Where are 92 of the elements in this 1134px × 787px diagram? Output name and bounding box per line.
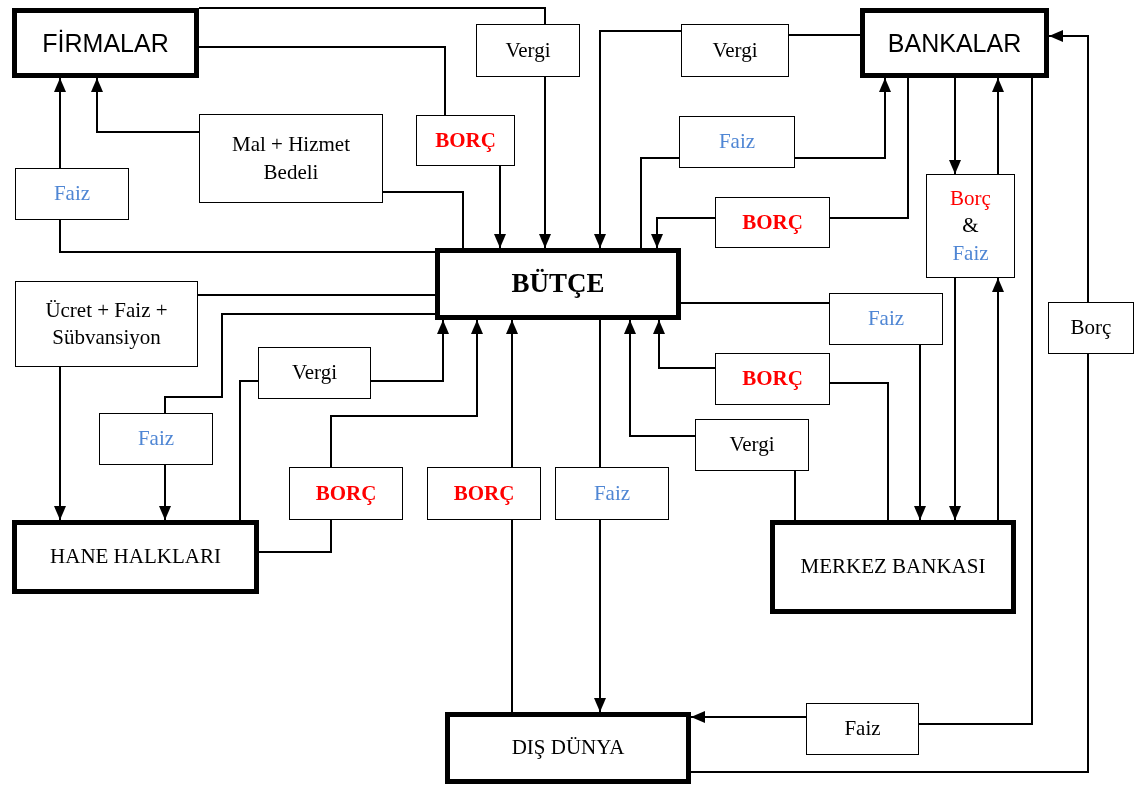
flow-box <box>715 353 830 405</box>
flow-box <box>1048 302 1134 354</box>
flow-box <box>715 197 830 248</box>
flow-label: Vergi <box>291 359 338 387</box>
flow-box <box>427 467 541 520</box>
flow-box <box>289 467 403 520</box>
arrow <box>992 277 1004 521</box>
sector-box <box>12 8 199 78</box>
sector-box <box>445 712 691 784</box>
connector-line <box>164 313 436 414</box>
arrow <box>1048 30 1089 303</box>
arrow <box>539 76 551 249</box>
sector-label: MERKEZ BANKASI <box>800 553 986 581</box>
flow-label: BORÇ <box>453 479 515 507</box>
arrow <box>494 165 506 249</box>
connector-line <box>690 353 1089 773</box>
flow-label: Faiz <box>137 425 175 453</box>
sector-label: BANKALAR <box>887 27 1022 59</box>
flow-box <box>829 293 943 345</box>
flow-label: BORÇ <box>315 479 377 507</box>
flow-label: Faiz <box>53 180 91 208</box>
connector-line <box>829 77 909 219</box>
flow-label: Faiz <box>718 128 756 156</box>
arrow <box>330 319 483 468</box>
flow-label: BORÇ <box>742 208 803 236</box>
flow-box <box>679 116 795 168</box>
sector-box <box>860 8 1049 78</box>
sector-label: DIŞ DÜNYA <box>511 734 625 762</box>
flow-label: Borç <box>950 185 991 213</box>
connector-line <box>198 7 546 25</box>
connector-line <box>599 319 601 468</box>
arrow <box>506 319 518 468</box>
flow-box <box>99 413 213 465</box>
arrow <box>594 519 606 713</box>
arrow <box>624 319 696 437</box>
connector-line <box>382 191 464 249</box>
connector-line <box>788 34 861 36</box>
arrow <box>653 319 716 369</box>
arrow <box>54 77 66 169</box>
arrow <box>794 77 891 159</box>
arrow <box>370 319 449 382</box>
flow-box <box>199 114 383 203</box>
connector-line <box>794 470 796 521</box>
sector-box <box>770 520 1016 614</box>
connector-line <box>198 46 446 116</box>
flow-box <box>258 347 371 399</box>
arrow <box>159 464 171 521</box>
connector-line <box>918 77 1033 725</box>
arrow <box>949 77 961 175</box>
sector-label: FİRMALAR <box>42 27 169 59</box>
connector-line <box>829 382 889 521</box>
sector-box <box>12 520 259 594</box>
flow-box <box>416 115 515 166</box>
arrow <box>949 277 961 521</box>
arrow <box>992 77 1004 175</box>
sector-box <box>435 248 681 320</box>
flow-label: Faiz <box>593 479 631 507</box>
flow-label: Vergi <box>505 36 551 64</box>
arrow <box>54 366 66 521</box>
connector-line <box>680 302 830 304</box>
arrow <box>594 30 682 249</box>
flow-box <box>555 467 669 520</box>
flow-box <box>926 174 1015 278</box>
sector-label: BÜTÇE <box>511 267 605 301</box>
connector-line <box>59 219 436 253</box>
flow-box <box>695 419 809 471</box>
flow-label: Faiz <box>952 239 989 267</box>
flow-box <box>681 24 789 77</box>
flow-box <box>806 703 919 755</box>
flow-label: BORÇ <box>742 365 803 393</box>
flow-label: Vergi <box>729 431 775 459</box>
connector-line <box>197 294 436 296</box>
arrow <box>690 711 807 723</box>
flow-box <box>15 281 198 367</box>
sector-label: HANE HALKLARI <box>50 543 221 571</box>
arrow <box>91 77 200 133</box>
connector-line <box>258 519 332 553</box>
flow-label: BORÇ <box>435 126 496 154</box>
flow-box <box>476 24 580 77</box>
connector-line <box>239 380 259 521</box>
flow-label: Vergi <box>712 36 758 64</box>
flow-label: Faiz <box>844 715 881 743</box>
flow-label: Mal + Hizmet Bedeli <box>231 131 351 186</box>
flow-label: Borç <box>1070 314 1112 342</box>
connector-line <box>511 519 513 713</box>
flow-label: & <box>962 212 979 240</box>
connector-line <box>640 157 680 249</box>
flow-label: Ücret + Faiz + Sübvansiyon <box>44 296 169 351</box>
arrow <box>914 344 926 521</box>
flow-label: Faiz <box>867 305 905 333</box>
arrow <box>651 217 716 249</box>
flow-box <box>15 168 129 220</box>
